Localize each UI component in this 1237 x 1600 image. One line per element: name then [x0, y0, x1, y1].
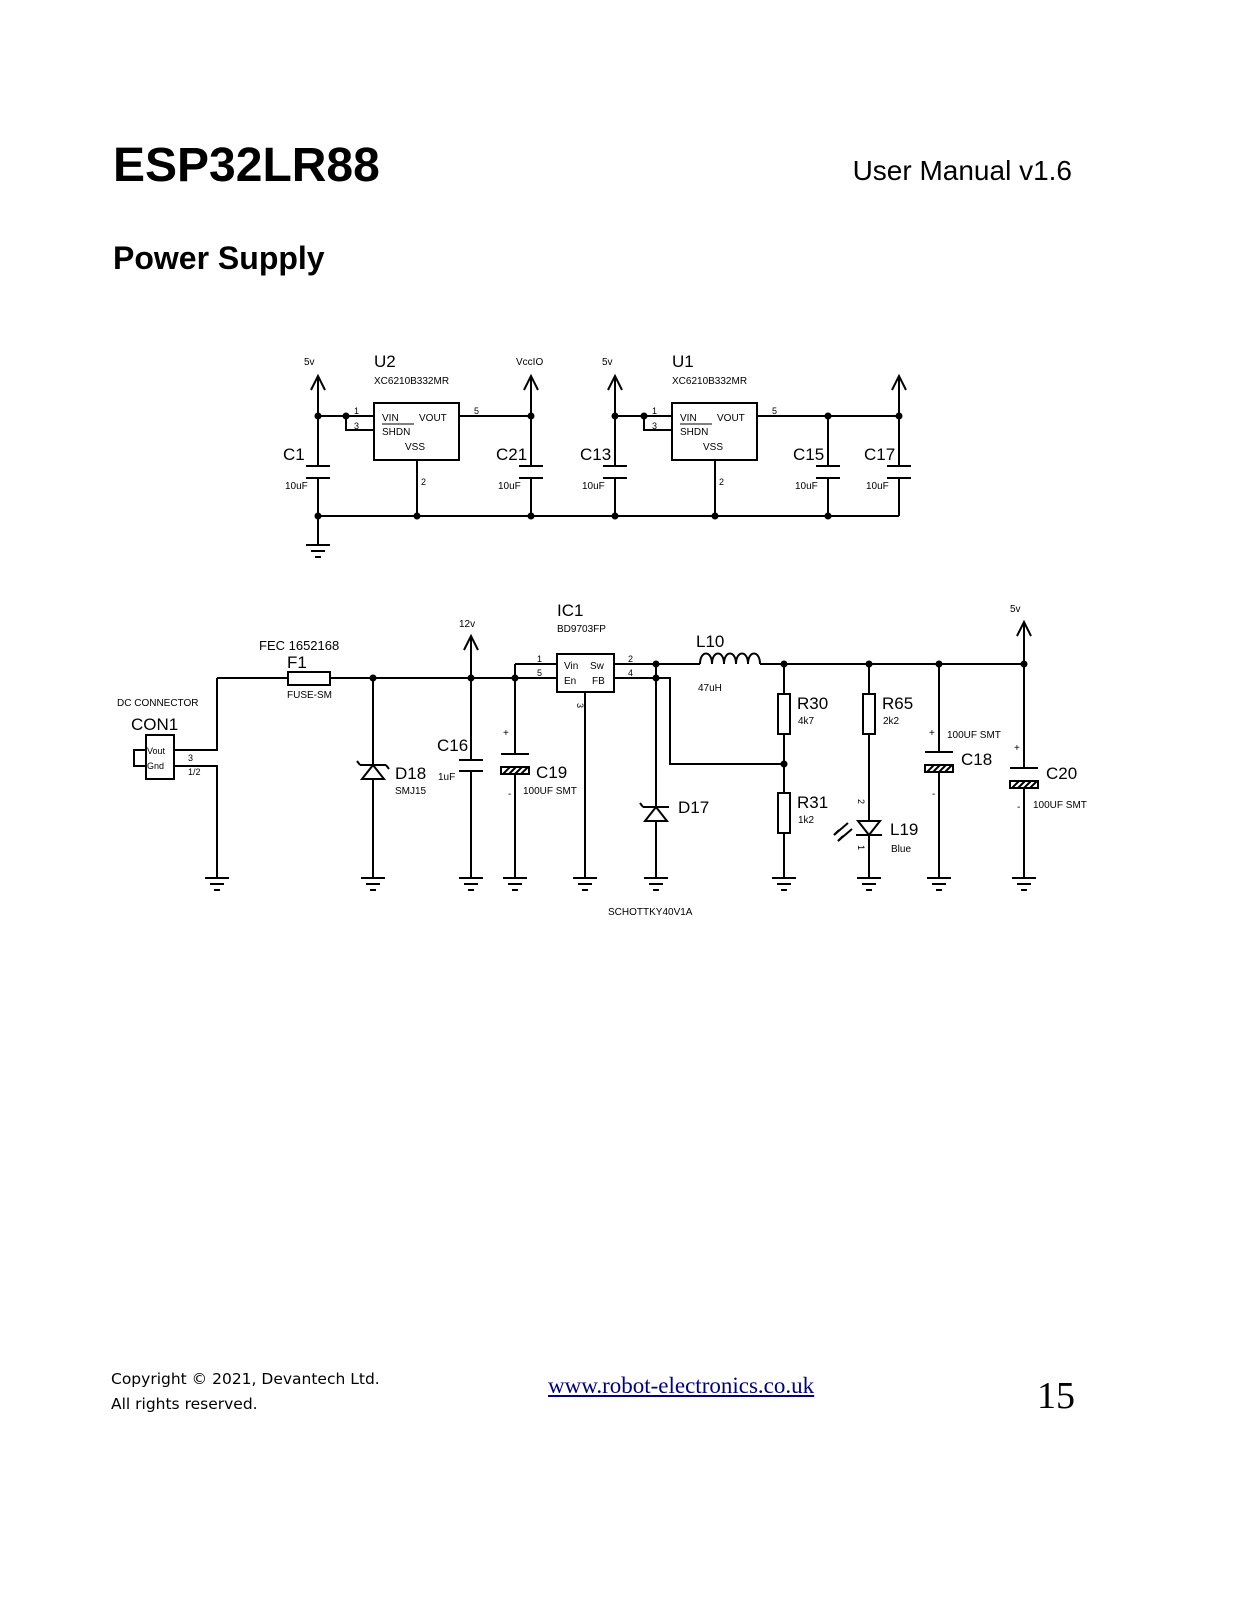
con1-pin12: 1/2	[188, 767, 201, 777]
con1-gnd: Gnd	[147, 761, 164, 771]
r30-value: 4k7	[798, 716, 815, 727]
d18-ref: D18	[395, 764, 426, 783]
c17-ref: C17	[864, 445, 895, 464]
ic1-pin-sw: Sw	[590, 661, 605, 672]
l19-pin1: 1	[856, 845, 866, 850]
c20-ref: C20	[1046, 764, 1077, 783]
ic1-pin4-num: 4	[628, 668, 633, 678]
u1-pin-vss: VSS	[703, 442, 723, 453]
r30-ref: R30	[797, 694, 828, 713]
c15-ref: C15	[793, 445, 824, 464]
u2-pin5: 5	[474, 406, 479, 416]
u2-pin3: 3	[354, 421, 359, 431]
r65-value: 2k2	[883, 716, 900, 727]
c18-ref: C18	[961, 750, 992, 769]
document-title: ESP32LR88	[113, 139, 380, 192]
fuse-order-code: FEC 1652168	[259, 638, 339, 653]
u2-ref: U2	[374, 352, 396, 371]
c21-value: 10uF	[498, 481, 521, 492]
c1-ref: C1	[283, 445, 305, 464]
page-number: 15	[1037, 1375, 1075, 1417]
l19-value: Blue	[891, 844, 911, 855]
c19-minus: -	[508, 789, 511, 800]
section-title: Power Supply	[113, 240, 325, 276]
d17-part: SCHOTTKY40V1A	[608, 907, 693, 918]
u1-pin-vout: VOUT	[717, 413, 745, 424]
dc-connector-label: DC CONNECTOR	[117, 698, 198, 709]
rail-5v-label: 5v	[602, 357, 613, 368]
u1-pin5: 5	[772, 406, 777, 416]
d18-part: SMJ15	[395, 786, 427, 797]
f1-ref: F1	[287, 653, 307, 672]
r31-ref: R31	[797, 793, 828, 812]
c20-minus: -	[1017, 802, 1020, 813]
c19-plus: +	[503, 728, 509, 739]
c20-value: 100UF SMT	[1033, 800, 1087, 811]
r31-value: 1k2	[798, 815, 815, 826]
ic1-ref: IC1	[557, 601, 583, 620]
c18-value: 100UF SMT	[947, 730, 1001, 741]
l19-pin2: 2	[856, 799, 866, 804]
u1-ref: U1	[672, 352, 694, 371]
document-version: User Manual v1.6	[852, 155, 1072, 186]
c19-value: 100UF SMT	[523, 786, 577, 797]
c17-value: 10uF	[866, 481, 889, 492]
rights-line: All rights reserved.	[111, 1395, 258, 1413]
c18-minus: -	[932, 789, 935, 800]
u2-pin-vout: VOUT	[419, 413, 447, 424]
fuse-part: FUSE-SM	[287, 690, 332, 701]
u2-pin1: 1	[354, 406, 359, 416]
con1-pin3: 3	[188, 753, 193, 763]
c16-ref: C16	[437, 736, 468, 755]
ic1-pin3-num: 3	[575, 703, 585, 708]
u2-pin-vin: VIN	[382, 413, 399, 424]
rail-5v-label: 5v	[304, 357, 315, 368]
u1-pin2: 2	[719, 477, 724, 487]
ic1-pin-vin: Vin	[564, 661, 578, 672]
ic1-pin5-num: 5	[537, 668, 542, 678]
u1-pin-shdn: SHDN	[680, 427, 708, 438]
c16-value: 1uF	[438, 772, 455, 783]
copyright-notice: Copyright © 2021, Devantech Ltd. All rig…	[111, 1367, 380, 1417]
d17-ref: D17	[678, 798, 709, 817]
rail-5v-label-bottom: 5v	[1010, 604, 1021, 615]
rail-vccio-label: VccIO	[516, 357, 543, 368]
l10-value: 47uH	[698, 683, 722, 694]
u2-pin-vss: VSS	[405, 442, 425, 453]
c20-plus: +	[1014, 743, 1020, 754]
con1-vout: Vout	[147, 746, 166, 756]
ic1-part: BD9703FP	[557, 624, 606, 635]
u1-part: XC6210B332MR	[672, 376, 747, 387]
ic1-pin2-num: 2	[628, 654, 633, 664]
c18-plus: +	[929, 728, 935, 739]
l19-ref: L19	[890, 820, 918, 839]
u1-pin3: 3	[652, 421, 657, 431]
c19-ref: C19	[536, 763, 567, 782]
rail-12v-label: 12v	[459, 619, 475, 630]
u2-pin-shdn: SHDN	[382, 427, 410, 438]
u1-pin1: 1	[652, 406, 657, 416]
con1-ref: CON1	[131, 715, 178, 734]
c15-value: 10uF	[795, 481, 818, 492]
copyright-line: Copyright © 2021, Devantech Ltd.	[111, 1370, 380, 1388]
u2-part: XC6210B332MR	[374, 376, 449, 387]
ic1-pin-en: En	[564, 676, 576, 687]
l10-ref: L10	[696, 632, 724, 651]
u1-pin-vin: VIN	[680, 413, 697, 424]
ic1-pin1-num: 1	[537, 654, 542, 664]
u2-pin2: 2	[421, 477, 426, 487]
c21-ref: C21	[496, 445, 527, 464]
c13-ref: C13	[580, 445, 611, 464]
c13-value: 10uF	[582, 481, 605, 492]
ic1-pin-fb: FB	[592, 676, 605, 687]
c1-value: 10uF	[285, 481, 308, 492]
website-link[interactable]: www.robot-electronics.co.uk	[548, 1373, 815, 1398]
r65-ref: R65	[882, 694, 913, 713]
